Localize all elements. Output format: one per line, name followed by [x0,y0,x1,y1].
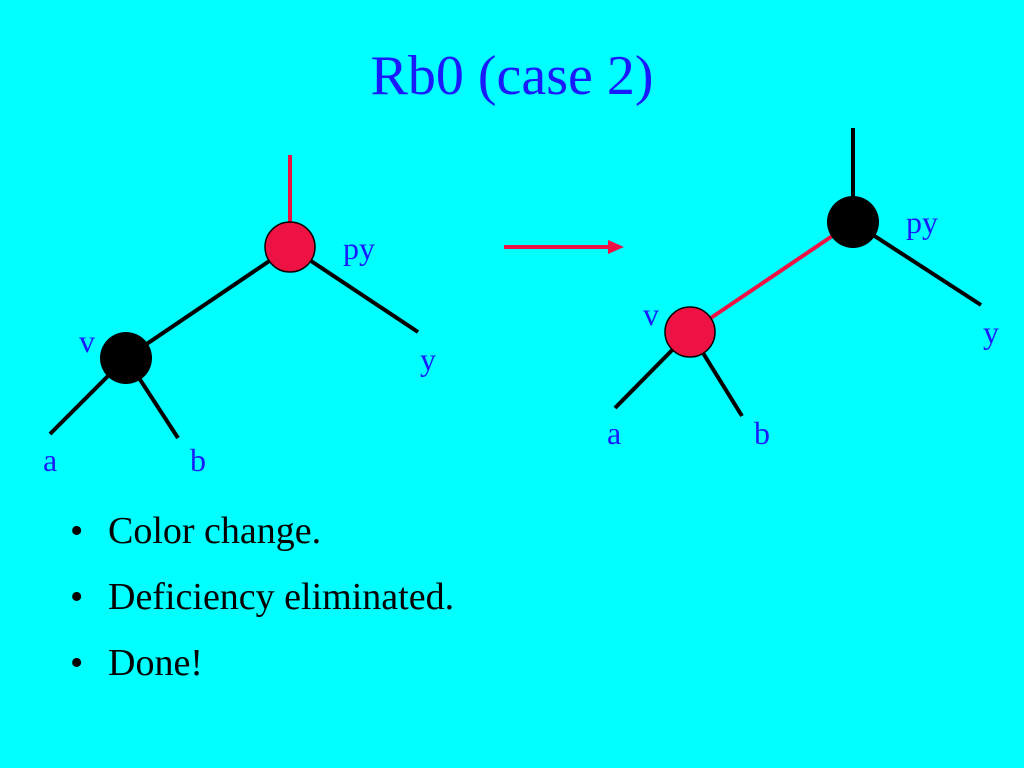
label-after-a: a [607,415,621,451]
label-before-py: py [343,230,375,266]
node-after-v-red [664,306,716,358]
tree-before: py v y a b [43,155,436,478]
label-after-py: py [906,204,938,240]
slide-title: Rb0 (case 2) [370,45,654,107]
node-before-py-red [264,221,316,273]
bullet-item: • Deficiency eliminated. [70,571,454,637]
bullet-text: Color change. [108,510,322,552]
bullet-text: Deficiency eliminated. [108,576,455,618]
bullet-list: • Color change. • Deficiency eliminated. •… [70,505,454,703]
edge-after-py-v [688,220,855,334]
label-before-b: b [190,442,206,478]
node-before-v-black [100,332,152,384]
edge-before-py-v [124,245,292,360]
tree-after: py v y a b [607,128,999,451]
label-after-y: y [983,314,999,350]
label-after-v: v [643,296,659,332]
bullet-text: Done! [108,642,203,684]
arrow-head [608,240,624,254]
bullet-item: • Color change. [70,505,454,571]
label-before-v: v [79,323,95,359]
transform-arrow [504,240,624,254]
label-after-b: b [754,415,770,451]
label-before-y: y [420,341,436,377]
bullet-marker: • [70,642,84,684]
bullet-item: • Done! [70,637,454,703]
bullet-marker: • [70,510,84,552]
label-before-a: a [43,442,57,478]
bullet-marker: • [70,576,84,618]
node-after-py-black [827,196,879,248]
